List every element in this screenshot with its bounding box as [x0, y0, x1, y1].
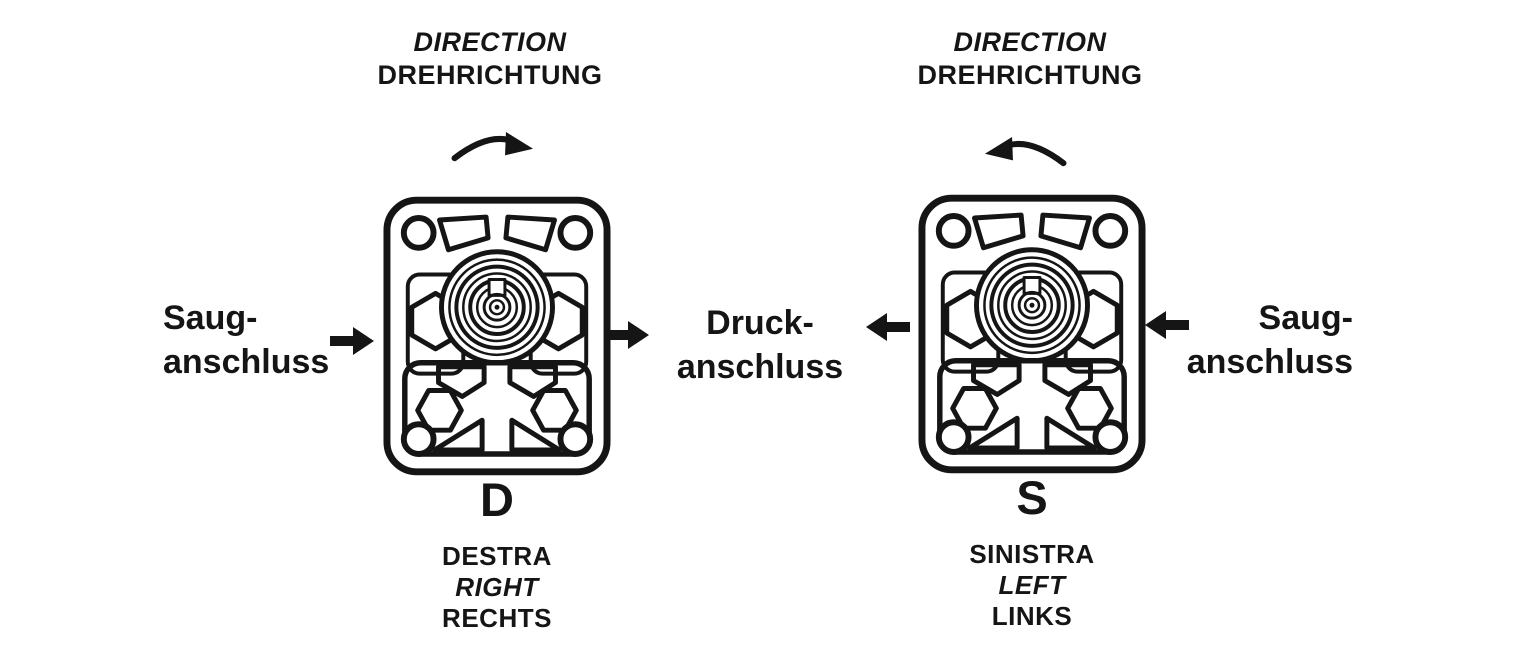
designation-right-en: LEFT [998, 570, 1066, 600]
direction-title-left: DIRECTION DREHRICHTUNG [370, 26, 610, 92]
rotation-arrow-counterclockwise-icon [984, 132, 1070, 170]
rotation-arrow-clockwise-icon [448, 127, 534, 165]
direction-title-right-de: DREHRICHTUNG [917, 60, 1143, 90]
pressure-port-label-center: Druck- anschluss [660, 301, 860, 389]
pump-letter-d: D [480, 473, 514, 526]
pressure-center-line2: anschluss [676, 348, 844, 386]
designation-right: SINISTRA LEFT LINKS [918, 539, 1146, 632]
designation-right-de: LINKS [991, 601, 1073, 631]
suction-port-label-right: Saug- anschluss [1175, 296, 1353, 384]
direction-title-left-en: DIRECTION [413, 27, 567, 57]
gear-pump-front-view-left-rotation [918, 193, 1146, 475]
suction-right-line1: Saug- [1258, 299, 1353, 337]
designation-left-en: RIGHT [455, 572, 539, 602]
flow-arrow-right-icon [330, 327, 374, 355]
suction-left-line1: Saug- [163, 299, 258, 337]
direction-title-left-de: DREHRICHTUNG [377, 60, 603, 90]
direction-title-right-en: DIRECTION [953, 27, 1107, 57]
pump-letter-s: S [1016, 471, 1048, 524]
pressure-center-line1: Druck- [706, 304, 814, 342]
flow-arrow-left-icon [866, 313, 910, 341]
designation-left: DESTRA RIGHT RECHTS [383, 541, 611, 634]
direction-title-right: DIRECTION DREHRICHTUNG [910, 26, 1150, 92]
suction-port-label-left: Saug- anschluss [163, 296, 338, 384]
flow-arrow-right-icon [605, 321, 649, 349]
designation-left-it: DESTRA [442, 541, 552, 571]
gear-pump-front-view-right-rotation [383, 195, 611, 477]
suction-right-line2: anschluss [1186, 343, 1353, 381]
designation-right-it: SINISTRA [969, 539, 1095, 569]
designation-left-de: RECHTS [442, 603, 552, 633]
suction-left-line2: anschluss [163, 343, 330, 381]
